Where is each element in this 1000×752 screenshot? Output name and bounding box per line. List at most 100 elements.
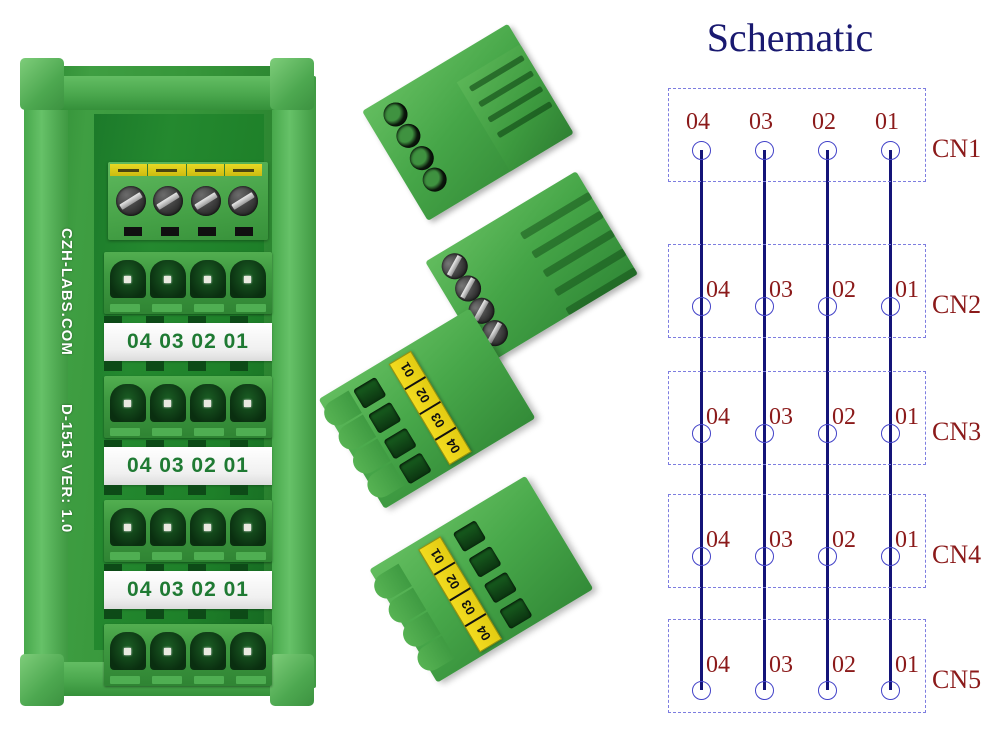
pin-circle-cn2-01: [881, 297, 900, 316]
pin-circle-cn4-03: [755, 547, 774, 566]
module-right-rail: [272, 76, 316, 688]
marker-cell-text: 04: [473, 622, 494, 643]
marker-cell: [225, 164, 262, 176]
foot: [194, 304, 224, 312]
pin-circle-cn3-04: [692, 424, 711, 443]
model-silkscreen-text: D-1515 VER: 1.0: [58, 404, 75, 534]
terminal-screw: [153, 186, 184, 216]
foot: [236, 428, 266, 436]
pin-number-cn4-02: 02: [832, 527, 856, 553]
header-feet: [110, 304, 266, 312]
checker-band: [104, 440, 272, 450]
brand-silkscreen-text: CZH-LABS.COM: [58, 228, 75, 356]
pin-circle-cn1-02: [818, 141, 837, 160]
pin-circle-cn5-03: [755, 681, 774, 700]
connector-box-cn1: [668, 88, 926, 182]
connector-box-cn5: [668, 619, 926, 713]
wire-entry-holes: [375, 95, 456, 198]
pin-circle-cn3-02: [818, 424, 837, 443]
screw-row: [112, 180, 262, 222]
pin-number-cn3-01: 01: [895, 404, 919, 430]
connector-fin: [519, 191, 593, 240]
foot: [123, 227, 142, 236]
din-rail-module-photo: 04 03 02 01 04 03 02 01: [18, 52, 316, 712]
checker-band: [104, 361, 272, 371]
pin-circle-cn4-04: [692, 547, 711, 566]
header-cavities: [110, 508, 266, 546]
pin-number-cn3-02: 02: [832, 404, 856, 430]
bus-wire-02: [826, 150, 829, 690]
foot: [110, 304, 140, 312]
pin-number-cn5-04: 04: [706, 652, 730, 678]
connector-fin: [553, 248, 627, 297]
terminal-screw: [115, 186, 146, 216]
foot: [197, 227, 216, 236]
pin-circle-cn1-01: [881, 141, 900, 160]
foot: [160, 227, 179, 236]
pin-circle-cn4-02: [818, 547, 837, 566]
header-feet: [110, 552, 266, 560]
schematic-title: Schematic: [706, 15, 874, 60]
marker-cell-text: 04: [442, 435, 464, 456]
pin-number-cn5-01: 01: [895, 652, 919, 678]
pin-number-cn3-03: 03: [769, 404, 793, 430]
foot: [194, 552, 224, 560]
header-cavity: [150, 632, 186, 670]
checker-band: [104, 316, 272, 326]
pin-circle-cn2-04: [692, 297, 711, 316]
header-cavity: [230, 260, 266, 298]
marker-cell-text: 01: [426, 545, 448, 566]
pin-number-cn5-02: 02: [832, 652, 856, 678]
module-end-cap-top-left: [20, 58, 64, 110]
header-cavity: [110, 508, 146, 546]
bus-wire-04: [700, 150, 703, 690]
marker-cell-text: 01: [397, 360, 418, 381]
pin-circle-cn1-03: [755, 141, 774, 160]
header-cavity: [190, 508, 226, 546]
pin-number-cn5-03: 03: [769, 652, 793, 678]
connector-name-cn1: CN1: [932, 134, 982, 163]
header-cavities: [110, 384, 266, 422]
header-cavities: [110, 260, 266, 298]
marker-cell: [187, 164, 225, 176]
header-feet: [110, 428, 266, 436]
connector-name-cn5: CN5: [932, 665, 982, 694]
header-feet: [110, 676, 266, 684]
connector-fin: [542, 229, 616, 278]
pin-number-cn1-04: 04: [686, 109, 710, 135]
pluggable-header-1: [104, 252, 272, 314]
pin-circle-cn5-01: [881, 681, 900, 700]
marker-cell-text: 03: [427, 410, 448, 431]
bus-wire-01: [889, 150, 892, 690]
connector-box-cn3: [668, 371, 926, 465]
module-end-cap-bottom-right: [270, 654, 314, 706]
connector-box-cn2: [668, 244, 926, 338]
marker-cell-text: 02: [412, 385, 433, 406]
pin-number-cn2-02: 02: [832, 277, 856, 303]
header-cavity: [150, 384, 186, 422]
terminal-number-label-3: 04 03 02 01: [104, 571, 272, 609]
marker-cell-text: 02: [442, 571, 463, 592]
foot: [152, 428, 182, 436]
pin-circle-cn5-04: [692, 681, 711, 700]
terminal-screw: [190, 186, 221, 216]
screw-terminal-block: [108, 162, 268, 240]
pin-number-cn2-03: 03: [769, 277, 793, 303]
connector-name-cn2: CN2: [932, 290, 982, 319]
header-cavity: [190, 260, 226, 298]
marker-cell: [110, 164, 149, 176]
connector-name-cn3: CN3: [932, 417, 982, 446]
pin-number-cn2-01: 01: [895, 277, 919, 303]
connector-fin: [565, 267, 638, 316]
pin-circle-cn3-01: [881, 424, 900, 443]
pin-number-cn2-04: 04: [706, 277, 730, 303]
header-cavities: [110, 632, 266, 670]
pin-circle-cn1-04: [692, 141, 711, 160]
header-cavity: [150, 508, 186, 546]
connector-fin: [531, 210, 604, 259]
pin-circle-cn5-02: [818, 681, 837, 700]
pluggable-header-2: [104, 376, 272, 438]
pluggable-header-4: [104, 624, 272, 686]
bus-wire-03: [763, 150, 766, 690]
